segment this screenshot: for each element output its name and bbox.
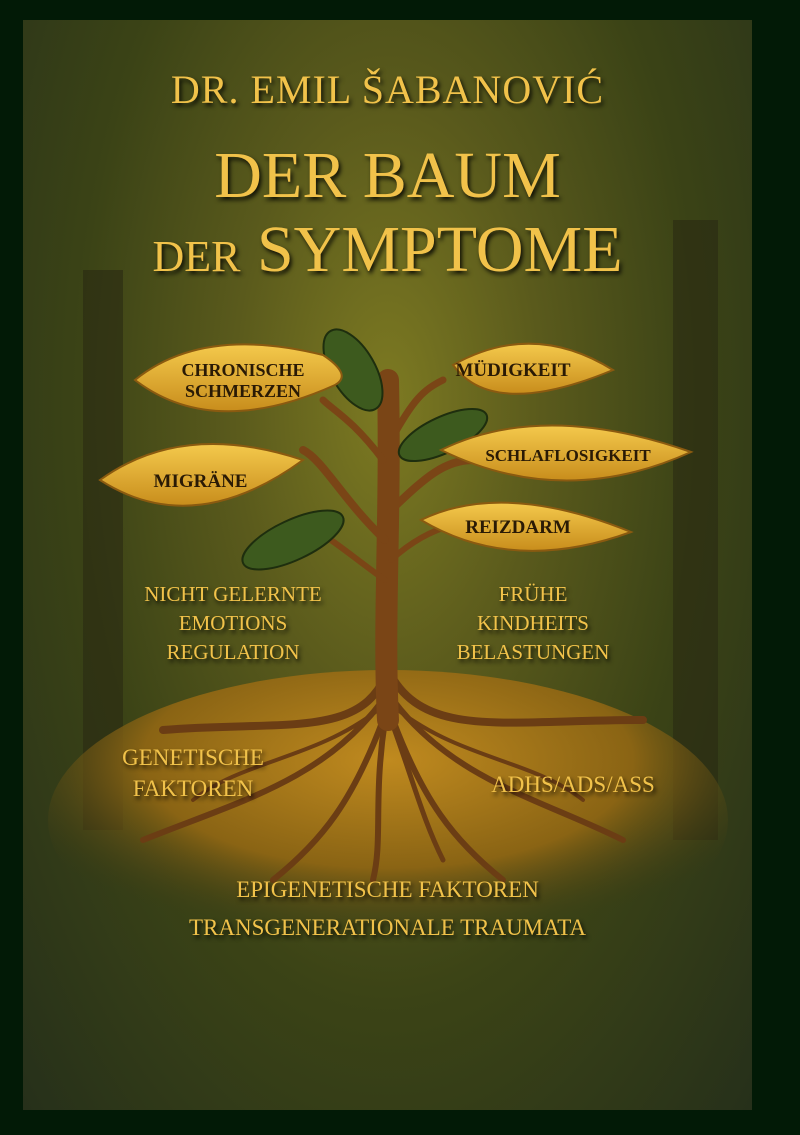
title-symptome: SYMPTOME (256, 213, 623, 286)
label-text: FAKTOREN (132, 776, 254, 801)
label-transgenerational: TRANSGENERATIONALE TRAUMATA (188, 915, 587, 940)
background-trees (83, 220, 718, 840)
tree-illustration (48, 220, 728, 970)
leaf-ibs: REIZDARM (465, 517, 571, 538)
label-text: NICHT GELERNTE (144, 582, 322, 606)
label-text: BELASTUNGEN (456, 640, 610, 664)
title-der: DER (152, 232, 241, 281)
label-text: REGULATION (166, 640, 300, 664)
title-line-2: DER SYMPTOME (23, 212, 752, 288)
title-line-1: DER BAUM (214, 139, 561, 212)
green-leaves (241, 328, 489, 571)
symptom-leaves (98, 342, 694, 552)
roots (140, 666, 647, 883)
label-adhs: ADHS/ADS/ASS (491, 772, 655, 797)
leaf-chronic-pain: CHRONISCHE SCHMERZEN (163, 360, 323, 402)
label-text: GENETISCHE (122, 745, 264, 770)
label-text: KINDHEITS (477, 611, 589, 635)
label-emotion-regulation: NICHT GELERNTE EMOTIONS REGULATION (123, 580, 343, 667)
label-epigenetic: EPIGENETISCHE FAKTOREN (236, 877, 539, 902)
leaf-migraine: MIGRÄNE (153, 471, 248, 492)
leaf-fatigue: MÜDIGKEIT (455, 360, 571, 381)
soil-glow (48, 670, 728, 970)
leaf-text: CHRONISCHE (181, 360, 305, 380)
leaf-text: SCHMERZEN (184, 381, 301, 401)
author-name: DR. EMIL ŠABANOVIĆ (170, 67, 605, 112)
book-cover: DR. EMIL ŠABANOVIĆ DER BAUM DER SYMPTOME… (23, 20, 752, 1110)
label-text: FRÜHE (498, 582, 568, 606)
label-genetic: GENETISCHE FAKTOREN (108, 742, 278, 804)
leaf-insomnia: SCHLAFLOSIGKEIT (485, 446, 651, 465)
label-childhood-stress: FRÜHE KINDHEITS BELASTUNGEN (443, 580, 623, 667)
label-text: EMOTIONS (178, 611, 288, 635)
